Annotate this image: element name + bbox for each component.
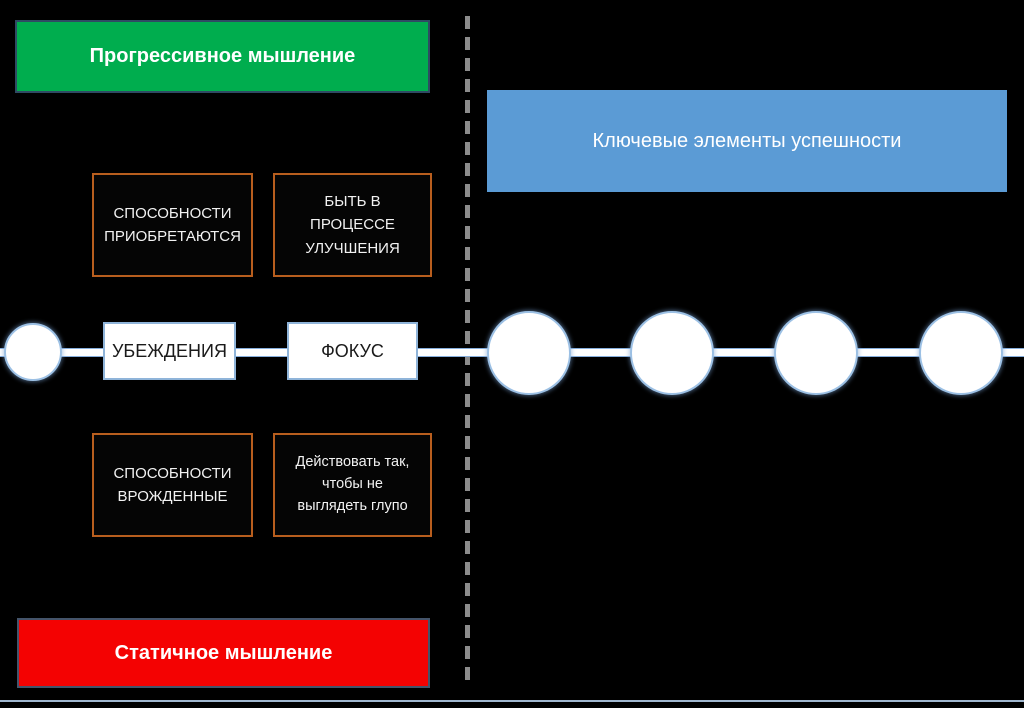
growth-box-abilities-acquired-label: СПОСОБНОСТИ ПРИОБРЕТАЮТСЯ	[104, 204, 241, 245]
growth-box-abilities-acquired: СПОСОБНОСТИ ПРИОБРЕТАЮТСЯ	[92, 173, 253, 277]
static-box-abilities-innate: СПОСОБНОСТИ ВРОЖДЕННЫЕ	[92, 433, 253, 537]
static-box-act-not-look-stupid-label: Действовать так, чтобы не выглядеть глуп…	[295, 454, 410, 514]
key-elements-label: Ключевые элементы успешности	[592, 129, 902, 152]
timeline-circle	[487, 311, 571, 395]
timeline-circle	[630, 311, 714, 395]
static-mindset-label: Статичное мышление	[114, 641, 333, 664]
timeline-node-focus: ФОКУС	[287, 322, 418, 380]
timeline-circle	[919, 311, 1003, 395]
key-elements-banner: Ключевые элементы успешности	[487, 90, 1007, 192]
timeline-circle	[774, 311, 858, 395]
growth-box-in-process-of-improvement: БЫТЬ В ПРОЦЕССЕ УЛУЧШЕНИЯ	[273, 173, 432, 277]
progressive-mindset-banner: Прогрессивное мышление	[15, 20, 430, 93]
static-box-act-not-look-stupid: Действовать так, чтобы не выглядеть глуп…	[273, 433, 432, 537]
static-mindset-banner: Статичное мышление	[17, 618, 430, 688]
timeline-node-beliefs-label: УБЕЖДЕНИЯ	[111, 340, 227, 361]
growth-box-in-process-label: БЫТЬ В ПРОЦЕССЕ УЛУЧШЕНИЯ	[305, 193, 400, 257]
timeline-node-focus-label: ФОКУС	[321, 340, 384, 361]
progressive-mindset-label: Прогрессивное мышление	[89, 45, 356, 67]
timeline-node-beliefs: УБЕЖДЕНИЯ	[103, 322, 236, 380]
timeline-circle	[4, 323, 62, 381]
static-box-abilities-innate-label: СПОСОБНОСТИ ВРОЖДЕННЫЕ	[113, 464, 232, 505]
slide-bottom-border	[0, 700, 1024, 702]
